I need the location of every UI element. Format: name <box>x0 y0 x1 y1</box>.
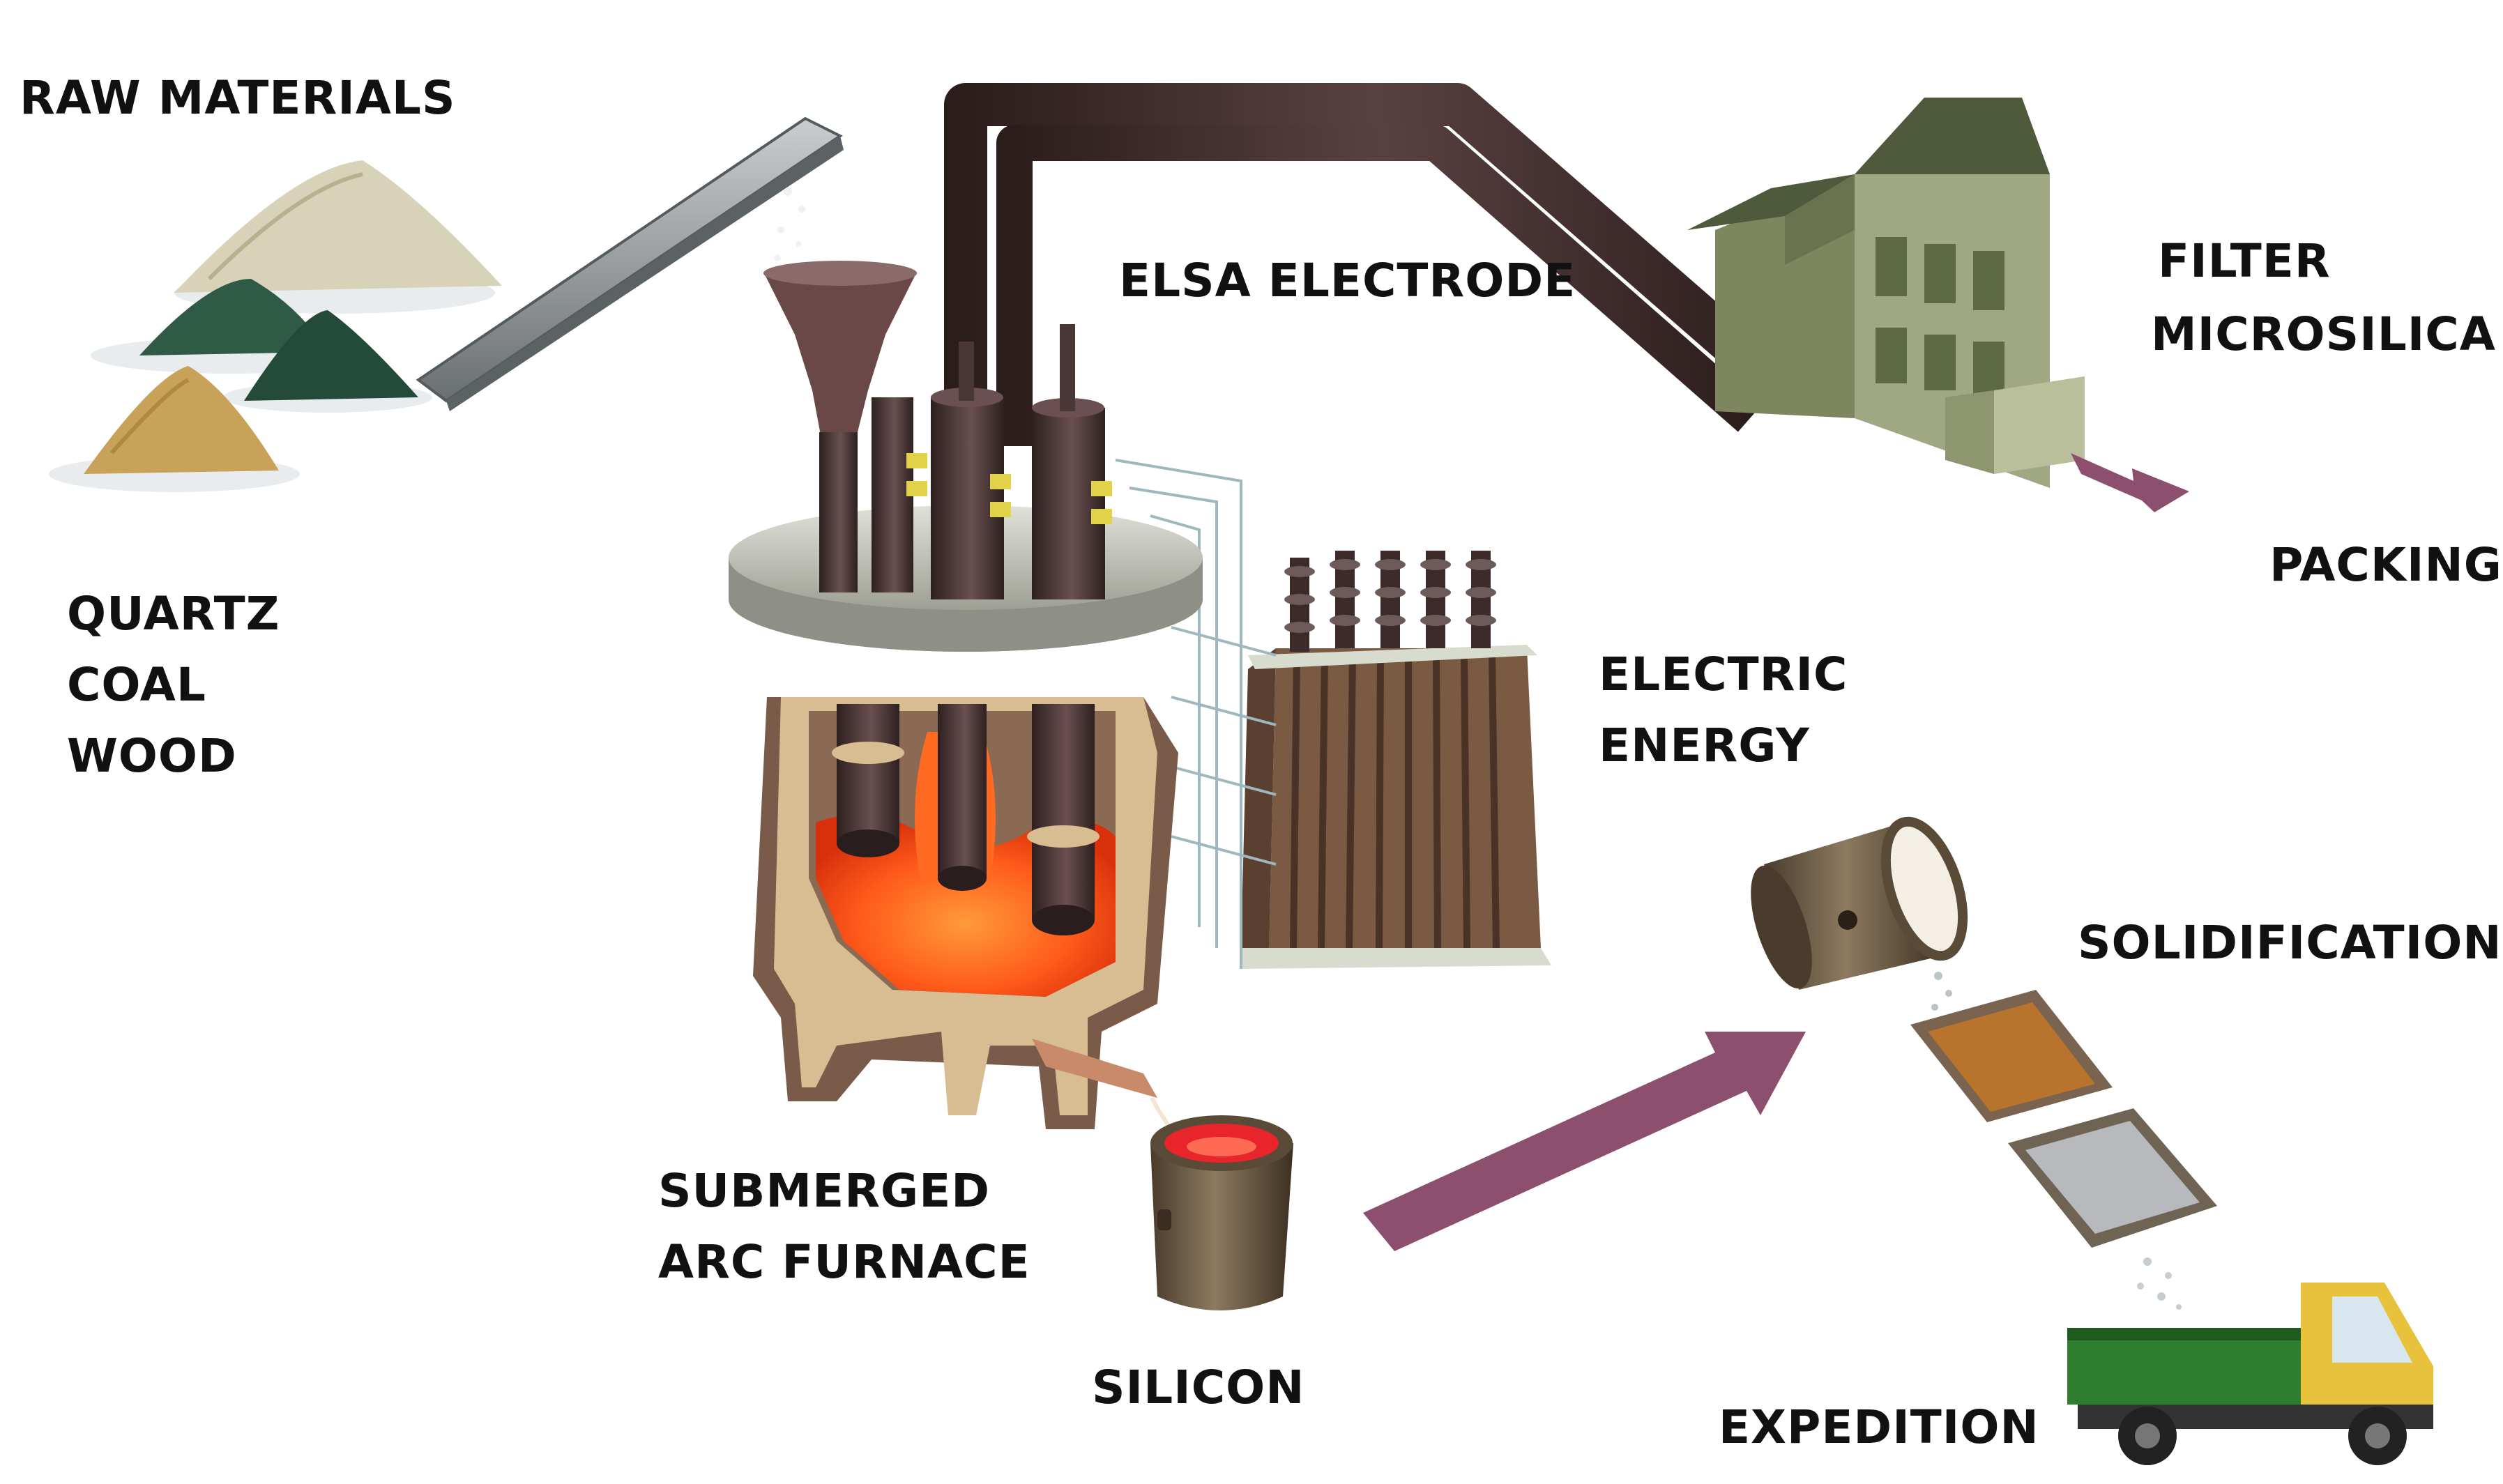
filter-building <box>1687 98 2085 488</box>
conveyor <box>416 116 844 411</box>
label-raw-materials: RAW MATERIALS <box>20 71 456 125</box>
label-elsa-electrode: ELSA ELECTRODE <box>1119 254 1576 307</box>
label-wood: WOOD <box>67 729 237 783</box>
label-solidification: SOLIDIFICATION <box>2078 916 2502 970</box>
label-packing: PACKING <box>2269 538 2502 592</box>
label-coal: COAL <box>67 658 206 712</box>
coal-pile-left <box>139 279 328 355</box>
label-microsilica: MICROSILICA <box>2151 307 2496 361</box>
label-expedition: EXPEDITION <box>1719 1400 2039 1454</box>
raw-material-piles <box>49 160 502 492</box>
submerged-arc-furnace <box>729 261 1203 1129</box>
label-electric: ELECTRIC <box>1599 648 1848 701</box>
casting-moulds <box>1910 990 2217 1310</box>
bus-bars <box>1115 459 1277 969</box>
label-filter: FILTER <box>2158 234 2331 288</box>
label-silicon: SILICON <box>1092 1361 1305 1414</box>
transformer <box>1241 551 1551 969</box>
wood-pile <box>84 366 279 474</box>
coal-pile-right <box>244 310 418 401</box>
flow-arrow <box>1363 1032 1806 1251</box>
feed-hopper <box>763 272 917 446</box>
label-quartz: QUARTZ <box>67 587 280 641</box>
pouring-ladle <box>1751 816 1968 1021</box>
label-energy: ENERGY <box>1599 719 1810 772</box>
truck <box>2067 1283 2433 1465</box>
quartz-pile <box>174 160 502 293</box>
silicon-ladle <box>1150 1096 1293 1310</box>
filter-roof <box>1855 98 2050 174</box>
tap-spout <box>1032 1039 1157 1098</box>
truck-bed <box>2067 1328 2301 1405</box>
elsa-electrodes <box>872 324 1112 599</box>
label-submerged: SUBMERGED <box>658 1164 991 1218</box>
label-arc-furnace: ARC FURNACE <box>658 1235 1030 1289</box>
packing-arrow <box>2071 453 2189 512</box>
submerged-electrodes <box>832 704 1100 935</box>
